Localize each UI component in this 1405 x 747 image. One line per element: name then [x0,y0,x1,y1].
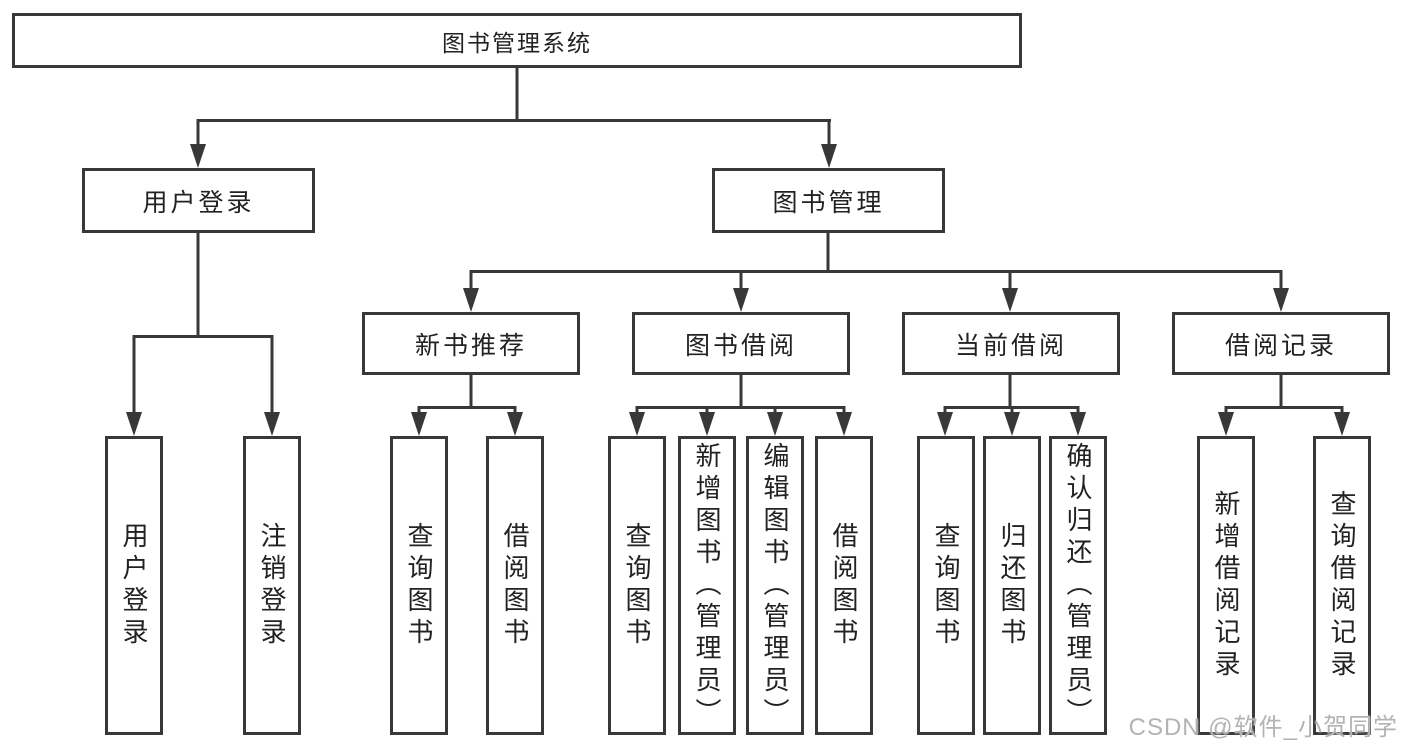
node-current-borrowing: 当前借阅 [902,312,1120,375]
leaf-logout: 注销登录 [243,436,301,735]
node-label: 借阅记录 [1224,331,1337,360]
node-label: 编辑图书（管理员） [760,441,790,730]
node-label: 当前借阅 [954,331,1067,360]
connector-paths [132,68,1344,416]
leaf-borrow-books-recommend: 借阅图书 [486,436,544,735]
leaf-query-borrow-record: 查询借阅记录 [1313,436,1371,735]
node-label: 新增借阅记录 [1211,489,1241,682]
node-label: 借阅图书 [829,521,859,650]
leaf-query-books-current: 查询图书 [917,436,975,735]
node-label: 查询图书 [404,521,434,650]
leaf-add-books-admin: 新增图书（管理员） [678,436,736,735]
node-label: 图书管理系统 [442,29,592,56]
leaf-query-books-recommend: 查询图书 [390,436,448,735]
node-label: 用户登录 [142,188,255,217]
leaf-borrow-books: 借阅图书 [815,436,873,735]
node-label: 新书推荐 [414,331,527,360]
csdn-watermark: CSDN @软件_小贺同学 [1128,714,1398,741]
node-label: 图书管理 [772,188,885,217]
arrowheads [126,144,1350,436]
leaf-query-books-borrowing: 查询图书 [608,436,666,735]
node-label: 查询图书 [622,521,652,650]
node-label: 注销登录 [257,521,287,650]
node-label: 查询图书 [931,521,961,650]
node-label: 借阅图书 [500,521,530,650]
node-label: 查询借阅记录 [1327,489,1357,682]
node-label: 用户登录 [119,521,149,650]
leaf-user-login: 用户登录 [105,436,163,735]
leaf-return-books: 归还图书 [983,436,1041,735]
node-borrowing-records: 借阅记录 [1172,312,1390,375]
node-book-management: 图书管理 [712,168,945,233]
node-label: 图书借阅 [684,331,797,360]
leaf-edit-books-admin: 编辑图书（管理员） [746,436,804,735]
node-new-book-recommendation: 新书推荐 [362,312,580,375]
node-library-management-system: 图书管理系统 [12,13,1022,68]
node-user-login: 用户登录 [82,168,315,233]
node-label: 新增图书（管理员） [692,441,722,730]
leaf-confirm-return-admin: 确认归还（管理员） [1049,436,1107,735]
leaf-add-borrow-record: 新增借阅记录 [1197,436,1255,735]
node-label: 归还图书 [997,521,1027,650]
node-label: 确认归还（管理员） [1063,441,1093,730]
node-book-borrowing: 图书借阅 [632,312,850,375]
